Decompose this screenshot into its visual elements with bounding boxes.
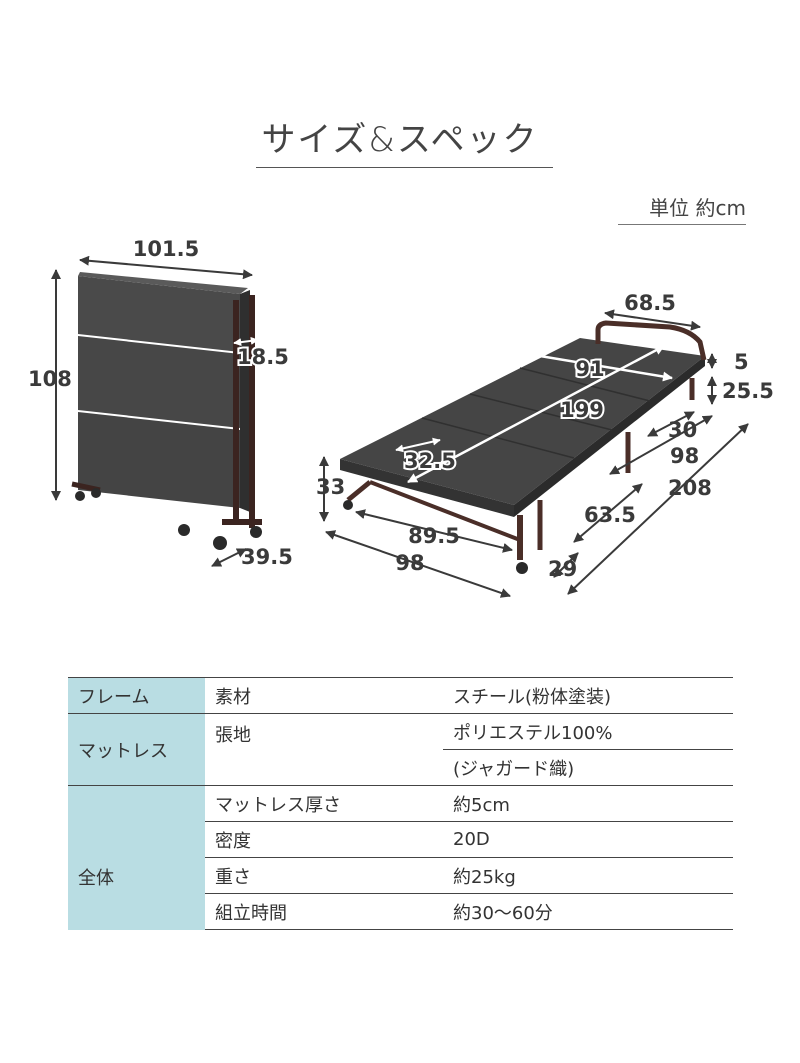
- mattress-thick-label: 5: [734, 350, 749, 374]
- folded-width-label: 101.5: [133, 237, 199, 261]
- unit-underline: [618, 224, 746, 225]
- category-overall-label: 全体: [78, 868, 114, 889]
- fabric-value-2: (ジャガード織): [443, 749, 733, 786]
- product-dimension-figure: 101.5 108 18.5 39.5 68.5 91 199 5 25.: [28, 237, 774, 598]
- fabric-label: 張地: [205, 713, 443, 786]
- mattress-width-label: 91: [575, 357, 604, 381]
- category-overall: 全体: [68, 785, 205, 930]
- spec-table: フレーム 素材 スチール(粉体塗装) マットレス 張地 ポリエステル100% (…: [68, 677, 733, 930]
- folded-bed-illustration: [71, 272, 262, 550]
- folded-thickness-label: 18.5: [237, 345, 289, 369]
- fabric-value-1: ポリエステル100%: [443, 713, 733, 750]
- density-value: 20D: [443, 821, 733, 858]
- table-row: マットレス 張地 ポリエステル100%: [68, 713, 733, 786]
- side-width-label: 98: [395, 551, 424, 575]
- headboard-width-label: 68.5: [624, 291, 676, 315]
- material-label: 素材: [205, 677, 443, 714]
- folded-dimensions: 101.5 108 18.5 39.5: [28, 237, 293, 569]
- title-underline: [256, 167, 553, 168]
- weight-value: 約25kg: [443, 857, 733, 894]
- assembly-label: 組立時間: [205, 893, 443, 930]
- height-label: 33: [316, 475, 345, 499]
- panel-label: 32.5: [404, 449, 456, 473]
- width-label: 98: [670, 444, 699, 468]
- folded-height-label: 108: [28, 367, 72, 391]
- table-row: (ジャガード織): [68, 749, 733, 786]
- category-mattress: マットレス: [68, 713, 205, 786]
- thickness-label: マットレス厚さ: [205, 785, 443, 822]
- folded-depth-label: 39.5: [241, 545, 293, 569]
- opened-bed-illustration: [340, 320, 707, 574]
- side-span-label: 89.5: [408, 524, 460, 548]
- end-gap-label: 29: [548, 557, 577, 581]
- table-row: 重さ 約25kg: [68, 857, 733, 894]
- table-row: 全体 マットレス厚さ 約5cm: [68, 785, 733, 930]
- opened-dimensions: 68.5 91 199 5 25.5 30 98 208 63.5 29 33 …: [316, 291, 774, 598]
- leg-span-label: 63.5: [584, 503, 636, 527]
- table-row: 密度 20D: [68, 821, 733, 858]
- length-label: 199: [560, 398, 604, 422]
- material-value: スチール(粉体塗装): [443, 677, 733, 714]
- table-row: フレーム 素材 スチール(粉体塗装): [68, 677, 733, 714]
- density-label: 密度: [205, 821, 443, 858]
- category-frame: フレーム: [68, 677, 205, 714]
- assembly-value: 約30〜60分: [443, 893, 733, 930]
- page-title: サイズ&スペック: [261, 120, 539, 160]
- table-row: 組立時間 約30〜60分: [68, 893, 733, 930]
- head-height-label: 25.5: [722, 379, 774, 403]
- weight-label: 重さ: [205, 857, 443, 894]
- thickness-value: 約5cm: [443, 785, 733, 822]
- unit-label: 単位 約cm: [649, 196, 746, 220]
- total-length-label: 208: [668, 476, 712, 500]
